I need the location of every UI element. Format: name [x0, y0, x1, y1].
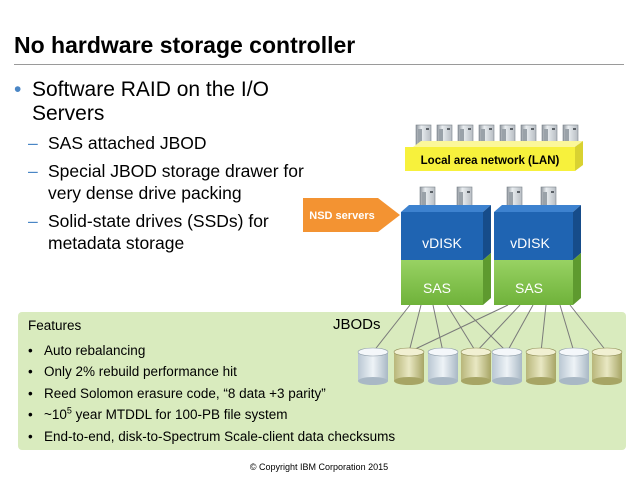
disk-icon	[357, 347, 389, 385]
io-stack-right: vDISK SAS	[494, 205, 581, 305]
vdisk-label: vDISK	[422, 235, 462, 251]
sas-label: SAS	[423, 280, 451, 296]
bullet-marker: •	[14, 78, 22, 101]
feature-marker: •	[28, 364, 33, 380]
feature-text: Auto rebalancing	[44, 343, 146, 358]
sub-bullet-text: SAS attached JBOD	[48, 133, 207, 153]
disk-icon	[460, 347, 492, 385]
feature-text: Reed Solomon erasure code, “8 data +3 pa…	[44, 385, 326, 401]
disk-icon	[491, 347, 523, 385]
sub-bullet-text: Special JBOD storage drawer for very den…	[48, 161, 304, 203]
sub-bullet-marker: –	[28, 161, 38, 181]
feature-item: • Reed Solomon erasure code, “8 data +3 …	[28, 383, 395, 404]
feature-marker: •	[28, 407, 33, 423]
disk-icon	[427, 347, 459, 385]
bullet-list: • Software RAID on the I/O Servers – SAS…	[14, 78, 314, 254]
feature-item: • ~105 year MTDDL for 100-PB file system	[28, 404, 395, 425]
title-divider	[14, 64, 624, 65]
features-panel	[18, 312, 626, 450]
mtddl-prefix: ~10	[44, 407, 67, 423]
feature-item: • Only 2% rebuild performance hit	[28, 361, 395, 382]
feature-marker: •	[28, 343, 33, 358]
sas-label: SAS	[515, 280, 543, 296]
jbod-disks	[357, 347, 623, 385]
slide-title: No hardware storage controller	[14, 32, 356, 58]
vdisk-label: vDISK	[510, 235, 550, 251]
main-bullet: • Software RAID on the I/O Servers	[14, 78, 314, 126]
jbod-connections	[372, 304, 608, 353]
lan-bar: Local area network (LAN)	[405, 141, 583, 171]
disk-icon	[558, 347, 590, 385]
lan-label: Local area network (LAN)	[421, 155, 560, 167]
sub-bullet-text: Solid-state drives (SSDs) for metadata s…	[48, 211, 269, 253]
features-list: • Auto rebalancing • Only 2% rebuild per…	[28, 340, 395, 447]
feature-text: End-to-end, disk-to-Spectrum Scale-clien…	[44, 428, 396, 444]
feature-marker: •	[28, 428, 33, 444]
nsd-servers-arrow: NSD servers	[303, 198, 400, 232]
jbods-label: JBODs	[333, 316, 381, 333]
copyright-footer: © Copyright IBM Corporation 2015	[249, 462, 389, 472]
mtddl-exponent: 5	[66, 405, 72, 416]
feature-item: • End-to-end, disk-to-Spectrum Scale-cli…	[28, 426, 395, 447]
sub-bullet: – Solid-state drives (SSDs) for metadata…	[14, 210, 314, 254]
sub-bullet: – SAS attached JBOD	[14, 132, 314, 154]
feature-text: Only 2% rebuild performance hit	[44, 364, 237, 380]
mtddl-suffix: year MTDDL for 100-PB file system	[71, 407, 288, 423]
disk-icon	[525, 347, 557, 385]
feature-marker: •	[28, 385, 33, 401]
main-bullet-text: Software RAID on the I/O Servers	[32, 78, 269, 125]
sub-bullet-marker: –	[28, 211, 38, 231]
disk-icon	[591, 347, 623, 385]
io-stack-left: vDISK SAS	[401, 205, 491, 305]
sub-bullet-marker: –	[28, 133, 38, 153]
features-heading: Features	[28, 318, 82, 333]
nsd-label: NSD servers	[309, 210, 374, 222]
sub-bullet: – Special JBOD storage drawer for very d…	[14, 160, 314, 204]
feature-item: • Auto rebalancing	[28, 340, 395, 361]
disk-icon	[393, 347, 425, 385]
